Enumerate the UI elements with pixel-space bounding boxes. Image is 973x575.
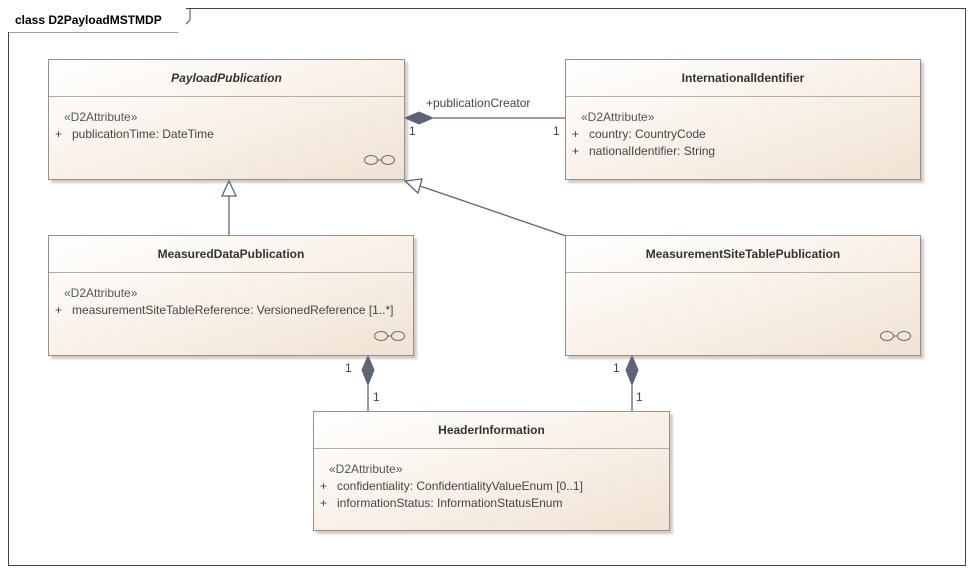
- stereotype: «D2Attribute»: [329, 462, 403, 476]
- stereotype: «D2Attribute»: [64, 110, 138, 124]
- class-payload-publication[interactable]: PayloadPublication «D2Attribute» + public…: [48, 59, 405, 180]
- class-name: PayloadPublication: [49, 60, 404, 97]
- class-name: InternationalIdentifier: [566, 60, 920, 97]
- class-international-identifier[interactable]: InternationalIdentifier «D2Attribute» + c…: [565, 59, 921, 180]
- role-label-publication-creator: +publicationCreator: [426, 96, 531, 110]
- multiplicity-label: 1: [409, 124, 416, 138]
- attributes-compartment: «D2Attribute» + country: CountryCode + nat…: [566, 97, 920, 160]
- link-icon: [364, 155, 395, 165]
- attribute-text: confidentiality: ConfidentialityValueEnu…: [337, 479, 583, 493]
- class-name: HeaderInformation: [314, 412, 669, 449]
- link-icon: [374, 331, 405, 341]
- generalization-measured-data[interactable]: [220, 179, 238, 235]
- multiplicity-label: 1: [613, 361, 620, 375]
- visibility: +: [572, 144, 580, 158]
- attribute-row[interactable]: + publicationTime: DateTime: [49, 126, 404, 143]
- attributes-compartment: «D2Attribute» + measurementSiteTableRefer…: [49, 273, 413, 319]
- multiplicity-label: 1: [636, 390, 643, 404]
- class-measurement-site-table-publication[interactable]: MeasurementSiteTablePublication: [565, 235, 921, 356]
- visibility: +: [572, 127, 580, 141]
- class-header-information[interactable]: HeaderInformation «D2Attribute» + confide…: [313, 411, 670, 531]
- composition-mdp-header[interactable]: [361, 354, 375, 411]
- attributes-compartment: «D2Attribute» + confidentiality: Confiden…: [314, 449, 669, 512]
- attribute-text: nationalIdentifier: String: [589, 144, 716, 158]
- visibility: +: [320, 479, 328, 493]
- attribute-text: country: CountryCode: [589, 127, 706, 141]
- attribute-row[interactable]: + measurementSiteTableReference: Versione…: [49, 302, 413, 319]
- link-icon: [880, 331, 911, 341]
- composition-mstp-header[interactable]: [625, 354, 639, 411]
- composition-publication-creator[interactable]: [403, 111, 565, 125]
- multiplicity-label: 1: [345, 361, 352, 375]
- attribute-row[interactable]: + nationalIdentifier: String: [566, 143, 920, 160]
- attribute-row[interactable]: + country: CountryCode: [566, 126, 920, 143]
- stereotype: «D2Attribute»: [581, 110, 655, 124]
- frame-title: class D2PayloadMSTMDP: [8, 8, 186, 32]
- multiplicity-label: 1: [373, 390, 380, 404]
- visibility: +: [320, 496, 328, 510]
- attribute-text: measurementSiteTableReference: Versioned…: [72, 303, 394, 317]
- class-name: MeasurementSiteTablePublication: [566, 236, 920, 273]
- generalization-measurement-site-table[interactable]: [403, 178, 567, 237]
- class-measured-data-publication[interactable]: MeasuredDataPublication «D2Attribute» + m…: [48, 235, 414, 356]
- attribute-text: publicationTime: DateTime: [72, 127, 214, 141]
- stereotype: «D2Attribute»: [64, 286, 138, 300]
- multiplicity-label: 1: [553, 124, 560, 138]
- visibility: +: [55, 303, 63, 317]
- diagram-frame: [8, 8, 966, 566]
- attribute-row[interactable]: + informationStatus: InformationStatusEnu…: [314, 495, 669, 512]
- attributes-compartment: «D2Attribute» + publicationTime: DateTime: [49, 97, 404, 143]
- attribute-row[interactable]: + confidentiality: ConfidentialityValueEn…: [314, 478, 669, 495]
- visibility: +: [55, 127, 63, 141]
- class-name: MeasuredDataPublication: [49, 236, 413, 273]
- attribute-text: informationStatus: InformationStatusEnum: [337, 496, 563, 510]
